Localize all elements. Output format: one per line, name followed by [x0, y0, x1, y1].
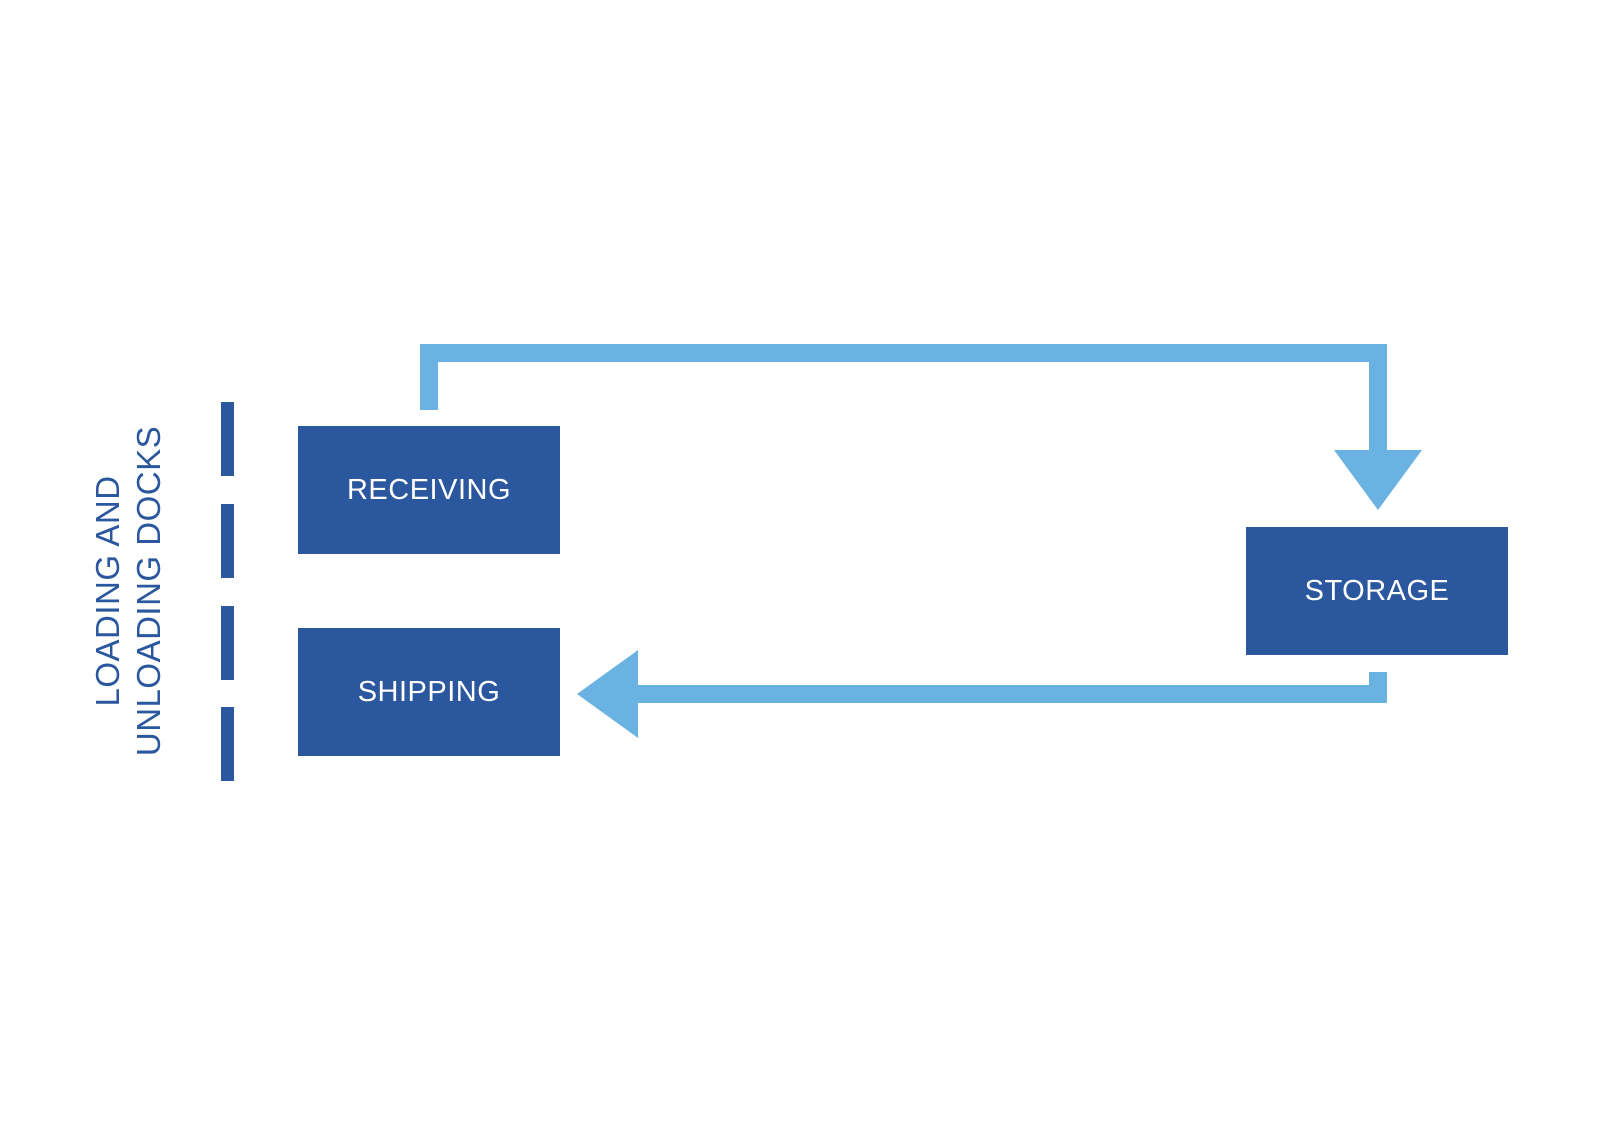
- arrow-storage-to-shipping: [636, 672, 1387, 703]
- docks-label-line2: UNLOADING DOCKS: [130, 425, 167, 757]
- receiving-box: RECEIVING: [298, 426, 560, 554]
- storage-label: STORAGE: [1304, 574, 1450, 607]
- storage-box: STORAGE: [1246, 527, 1508, 655]
- dock-door-3: [221, 606, 234, 680]
- dock-door-4: [221, 707, 234, 781]
- arrowhead-into-storage: [1334, 450, 1422, 510]
- receiving-label: RECEIVING: [346, 473, 512, 506]
- docks-label-line1: LOADING AND: [89, 475, 126, 707]
- dock-door-2: [221, 504, 234, 578]
- shipping-box: SHIPPING: [298, 628, 560, 756]
- arrowhead-into-shipping: [577, 650, 638, 738]
- docks-label: LOADING AND UNLOADING DOCKS: [87, 421, 173, 761]
- shipping-label: SHIPPING: [357, 675, 501, 708]
- arrow-receiving-to-storage: [420, 344, 1387, 452]
- dock-door-1: [221, 402, 234, 476]
